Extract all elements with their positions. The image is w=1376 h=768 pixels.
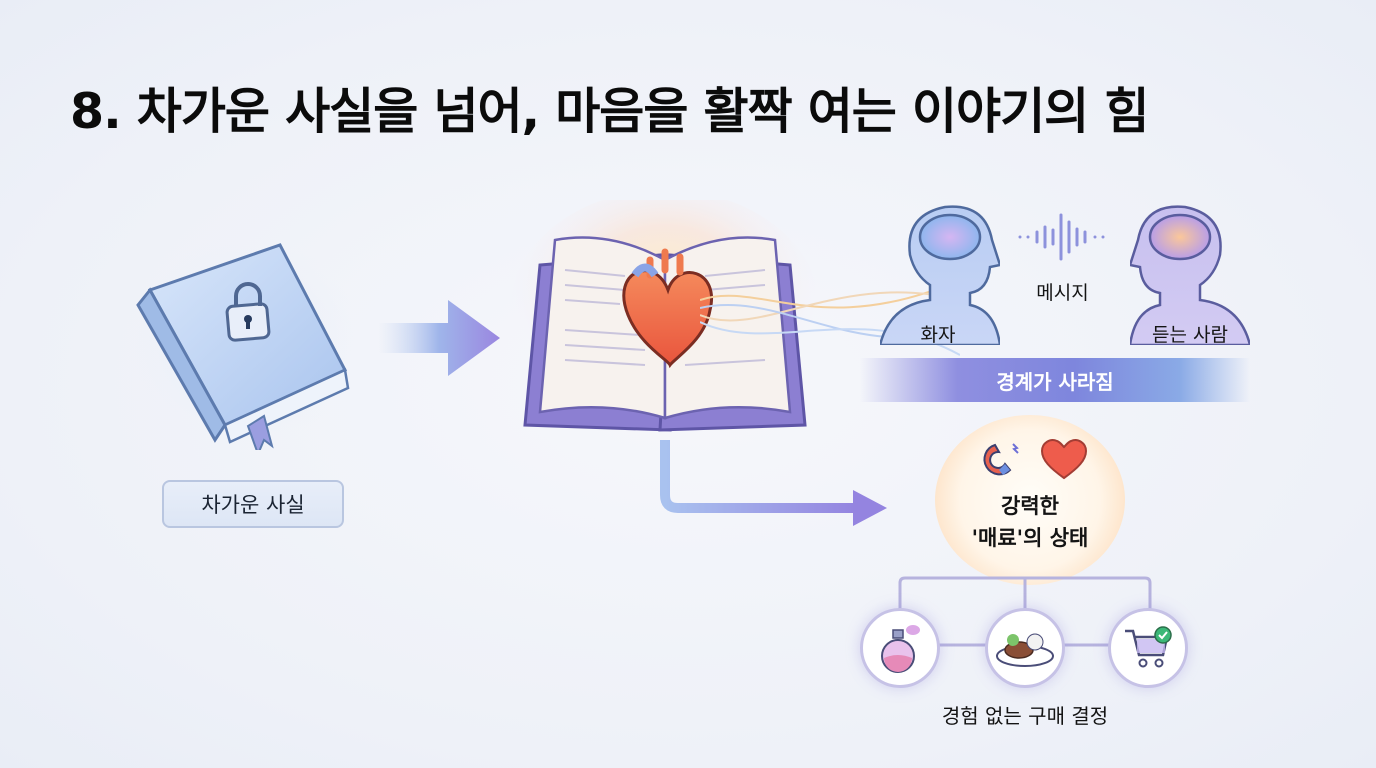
perfume-example xyxy=(860,608,940,688)
result-line2: '매료'의 상태 xyxy=(971,526,1089,550)
steak-dish-icon xyxy=(996,633,1054,667)
cold-facts-label: 차가운 사실 xyxy=(162,480,344,528)
speaker-label: 화자 xyxy=(920,324,956,346)
result-line1: 강력한 xyxy=(1001,494,1059,518)
message-label: 메시지 xyxy=(1036,282,1089,304)
purchase-example xyxy=(1108,608,1188,688)
sound-wave-icon xyxy=(1018,213,1105,261)
arrow-to-result-icon xyxy=(660,440,887,526)
perfume-icon xyxy=(881,625,920,673)
listener-label: 듣는 사람 xyxy=(1152,324,1228,346)
fascination-state-circle xyxy=(935,415,1125,585)
arrow-right-icon xyxy=(378,300,500,376)
page-title: 8. 차가운 사실을 넘어, 마음을 활짝 여는 이야기의 힘 xyxy=(70,83,1149,140)
listener-head-icon xyxy=(1130,205,1250,345)
open-book-with-heart-icon xyxy=(510,200,820,432)
boundary-disappears-banner: 경계가 사라짐 xyxy=(860,358,1250,402)
magnet-icon xyxy=(983,443,1019,476)
frozen-locked-book-icon xyxy=(130,235,360,450)
heart-icon xyxy=(1040,439,1088,480)
purchase-caption: 경험 없는 구매 결정 xyxy=(941,704,1109,728)
food-example xyxy=(985,608,1065,688)
speaker-head-icon xyxy=(880,205,1000,345)
shopping-cart-check-icon xyxy=(1125,626,1172,668)
